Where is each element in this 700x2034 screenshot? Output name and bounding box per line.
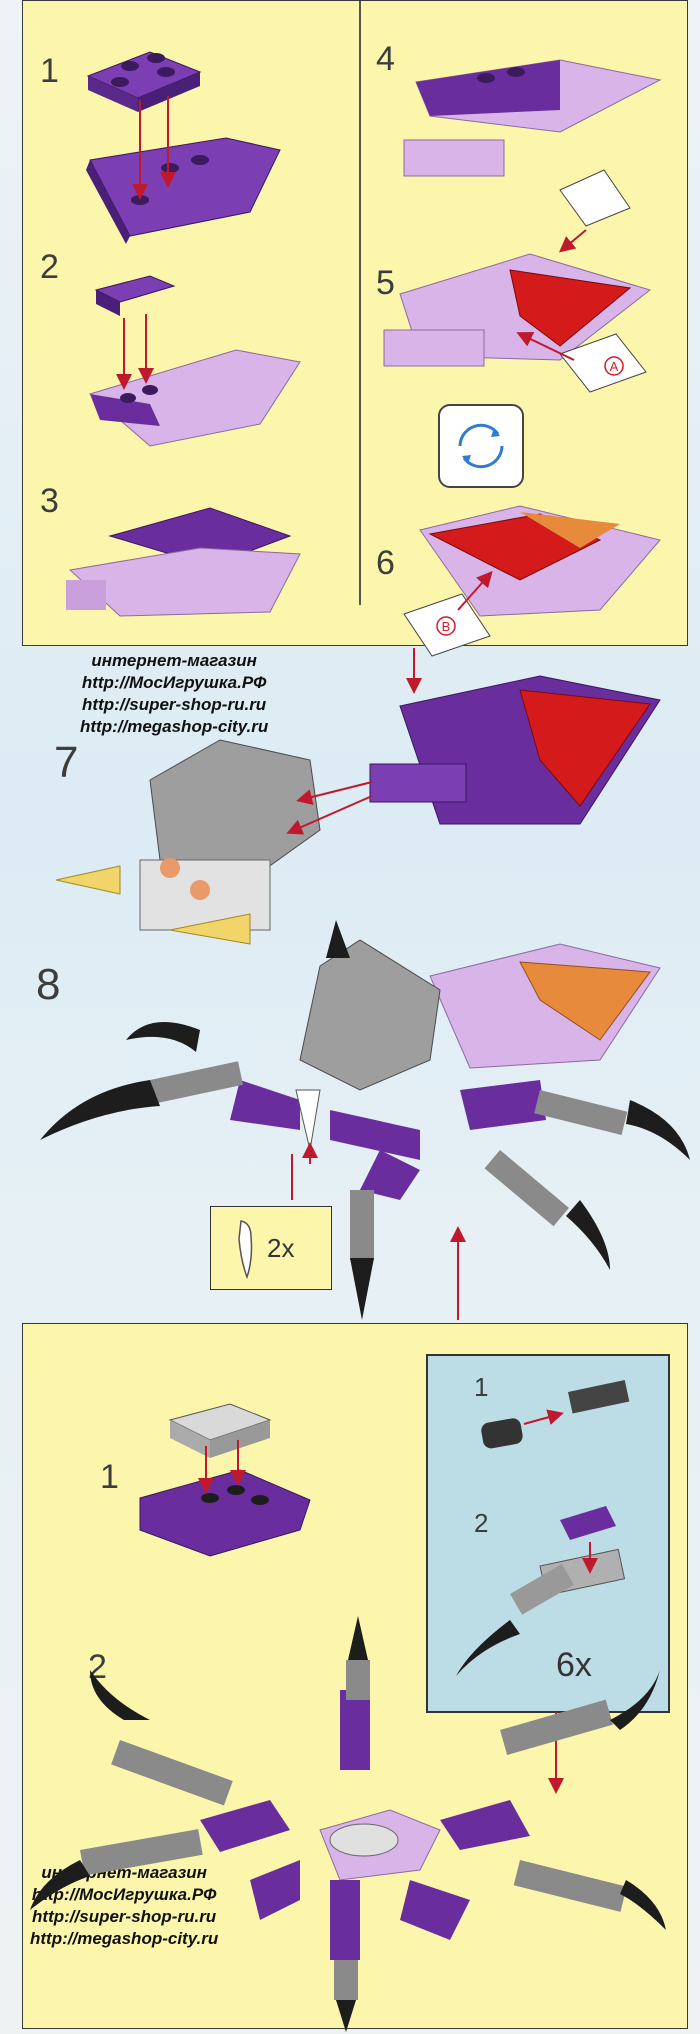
promo-line-1: интернет-магазин: [91, 651, 257, 670]
promo-text-top: интернет-магазин http://МосИгрушка.РФ ht…: [80, 650, 268, 738]
step6-model: [419, 505, 661, 617]
step1-plate-brick: [86, 51, 202, 112]
promo-line-3: http://super-shop-ru.ru: [32, 1907, 217, 1926]
sticker-b-sheet: B: [403, 593, 491, 657]
promo-line-2: http://МосИгрушка.РФ: [81, 673, 267, 692]
sticker-a-sheet: A: [559, 333, 647, 393]
promo-line-3: http://super-shop-ru.ru: [82, 695, 267, 714]
step8-spider-model: [40, 920, 690, 1320]
promo-line-2: http://МосИгрушка.РФ: [31, 1885, 217, 1904]
step-number-2: 2: [40, 248, 59, 286]
step-number-7: 7: [54, 738, 79, 787]
sticker-b-label: B: [442, 619, 451, 634]
panel-divider: [359, 1, 361, 605]
inset-step-number-1: 1: [474, 1372, 489, 1402]
step7-head-module: [55, 739, 321, 945]
step-number-5: 5: [376, 264, 395, 302]
step-number-8: 8: [36, 960, 61, 1009]
bottom-step-number-1: 1: [100, 1458, 119, 1496]
step7-body-module: [369, 675, 661, 825]
promo-line-4: http://megashop-city.ru: [80, 717, 269, 736]
step4-sticker-sheet: [559, 169, 631, 227]
step-number-3: 3: [40, 482, 59, 520]
bottom-step2-spider-legs: [30, 1616, 666, 2032]
step-number-6: 6: [376, 544, 395, 582]
rotate-model-icon: [438, 404, 524, 488]
step3-model: [66, 507, 301, 617]
leg-count: 6x: [556, 1646, 592, 1684]
inset-step2-parts: [456, 1506, 626, 1676]
bottom-step1-hub: [139, 1403, 311, 1557]
step5-model: [383, 253, 652, 367]
inset-step1-parts: [481, 1379, 630, 1449]
sticker-a-label: A: [610, 359, 619, 374]
step-number-1: 1: [40, 52, 59, 90]
tusk-count: 2x: [267, 1233, 295, 1263]
inset-step-number-2: 2: [474, 1508, 489, 1538]
tusk-part-callout: 2x: [210, 1206, 332, 1290]
step4-model: [403, 59, 662, 177]
step2-model: [88, 275, 301, 447]
promo-line-4: http://megashop-city.ru: [30, 1929, 219, 1948]
step-number-4: 4: [376, 40, 395, 78]
step1-wedge-base: [86, 137, 281, 244]
